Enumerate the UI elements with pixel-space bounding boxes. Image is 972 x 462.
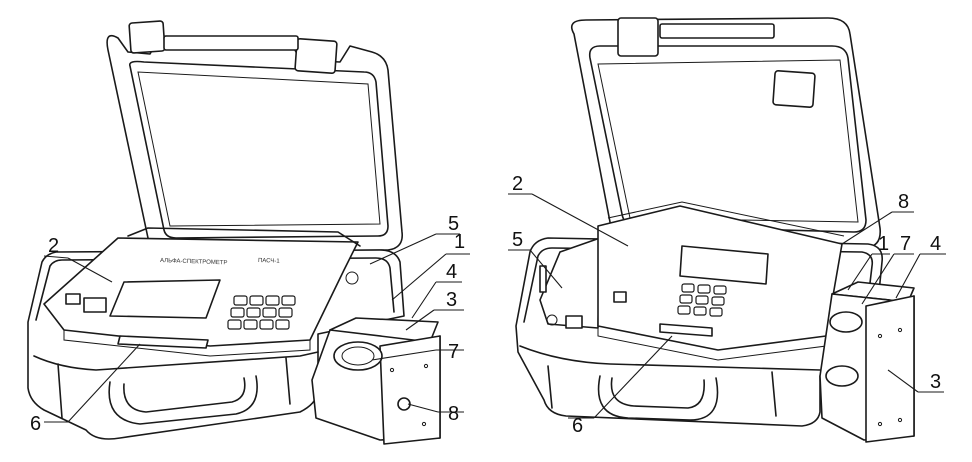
left-rear-knob	[345, 271, 359, 285]
left-lid-latch-1	[128, 20, 166, 54]
left-callout-4: 4	[446, 261, 457, 283]
left-switch	[83, 297, 107, 313]
left-display-screen	[109, 279, 221, 319]
right-slot	[659, 323, 713, 337]
right-front-handle	[597, 375, 719, 421]
right-instrument-case	[515, 17, 915, 443]
right-case-rib-1	[547, 365, 553, 409]
left-callout-5: 5	[448, 213, 459, 235]
right-lid-latch-2	[772, 70, 816, 108]
right-module-plug	[565, 315, 583, 329]
right-panel-button	[613, 291, 627, 303]
right-module-antenna	[539, 265, 547, 293]
right-case-rib-2	[771, 371, 777, 417]
right-callout-1: 1	[878, 233, 889, 255]
right-callout-6: 6	[572, 415, 583, 437]
left-keypad	[227, 295, 296, 330]
right-callout-2: 2	[512, 173, 523, 195]
right-callout-5: 5	[512, 229, 523, 251]
left-slot	[117, 335, 209, 349]
right-drawer-dish-2	[825, 365, 859, 387]
left-callouts: 1 2 3 4 5 6 7 8	[30, 213, 465, 435]
left-callout-3: 3	[446, 289, 457, 311]
right-lid-hinge-bar	[659, 23, 775, 39]
right-display-screen	[679, 245, 769, 285]
left-callout-6: 6	[30, 413, 41, 435]
left-drawer-sample-dish	[333, 341, 383, 371]
right-callouts: 1 2 3 4 5 6 7 8	[512, 173, 941, 437]
right-module-connector	[546, 314, 558, 326]
left-connector	[65, 293, 81, 305]
left-panel-title: АЛЬФА-СПЕКТРОМЕТР	[160, 258, 228, 266]
right-drawer-front	[865, 295, 915, 443]
right-keypad	[677, 283, 727, 317]
left-callout-1: 1	[454, 231, 465, 253]
left-lid-seal	[137, 71, 381, 227]
right-lid-latch-1	[617, 17, 659, 57]
left-instrument-case: АЛЬФА-СПЕКТРОМЕТР ПАСЧ-1	[27, 20, 441, 445]
left-drawer-front	[379, 335, 441, 445]
right-callout-7: 7	[900, 233, 911, 255]
left-lid-inner-frame	[128, 60, 389, 239]
right-callout-4: 4	[930, 233, 941, 255]
left-panel-edge	[63, 330, 311, 357]
right-drawer-dish-1	[829, 311, 863, 333]
left-callout-7: 7	[448, 341, 459, 363]
left-leader-lines	[43, 233, 470, 423]
right-front-handle-inner	[610, 377, 705, 409]
left-lid	[106, 34, 404, 253]
left-lid-latch-2	[294, 38, 338, 74]
left-front-handle-inner	[123, 377, 246, 413]
left-callout-8: 8	[448, 403, 459, 425]
left-case-rib-2	[285, 357, 291, 405]
left-case-lower-lip	[33, 351, 319, 371]
left-case-rib-1	[57, 363, 63, 419]
left-lid-hinge-bar	[163, 35, 299, 51]
right-lid-seal	[597, 59, 859, 223]
left-front-handle	[108, 375, 258, 425]
right-callout-3: 3	[930, 371, 941, 393]
right-callout-8: 8	[898, 191, 909, 213]
right-leader-lines	[508, 193, 946, 419]
right-case-lower-lip	[519, 345, 821, 371]
left-rear-module	[127, 227, 361, 247]
left-callout-2: 2	[48, 235, 59, 257]
right-panel-top-strip	[607, 201, 845, 237]
left-drawer-sample-dish-inner	[341, 346, 375, 366]
left-panel-model: ПАСЧ-1	[258, 258, 281, 265]
